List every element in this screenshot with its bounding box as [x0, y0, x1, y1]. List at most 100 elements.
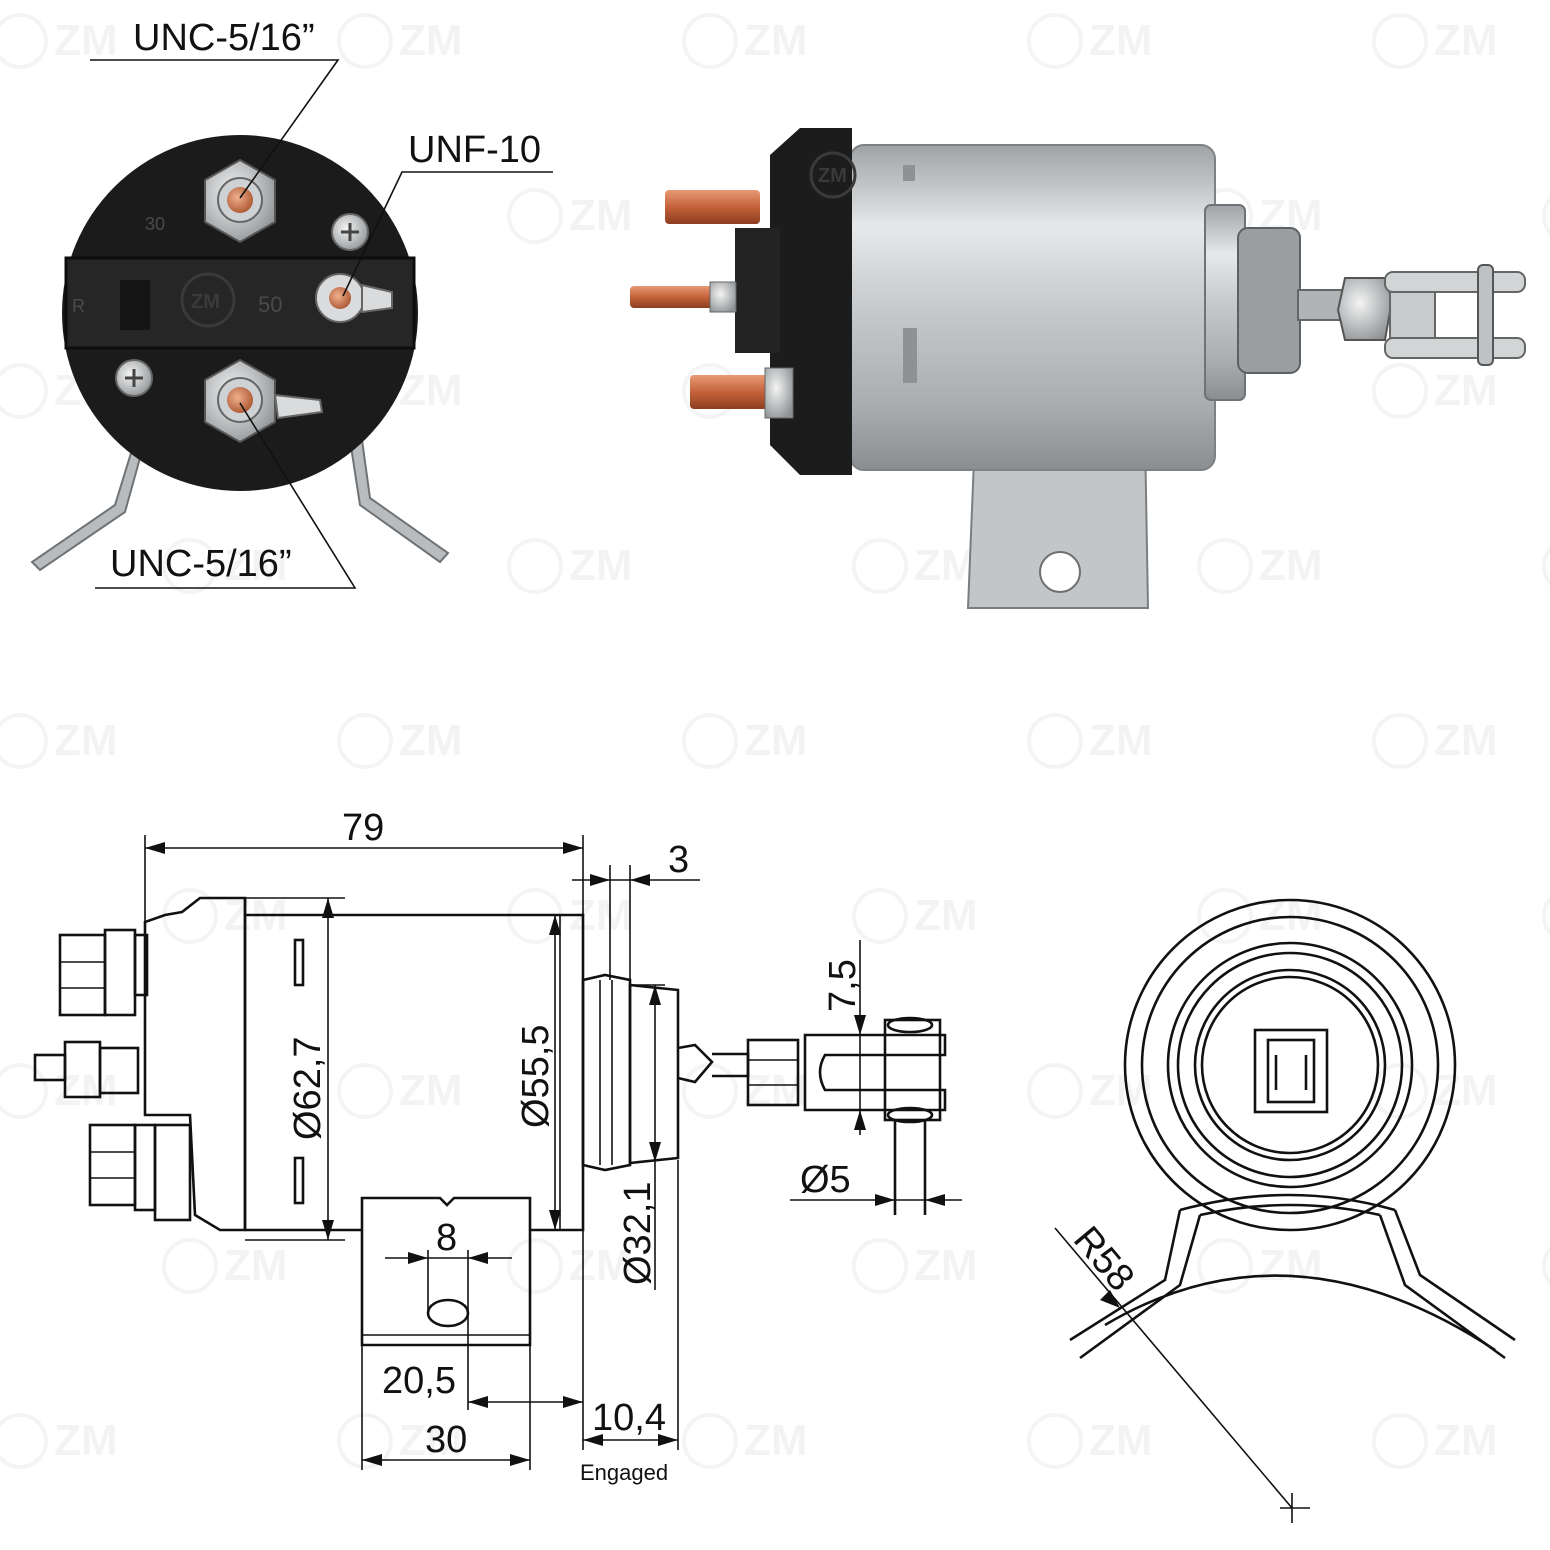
- watermark-text: ZM: [569, 541, 633, 590]
- watermark-logo-icon: [1197, 1238, 1253, 1294]
- side-logo-text: ZM: [818, 165, 847, 187]
- watermark-logo-icon: [682, 1063, 738, 1119]
- mark-30: 30: [145, 214, 165, 234]
- watermark-text: ZM: [1089, 16, 1153, 65]
- watermark-logo-icon: [1542, 896, 1550, 936]
- watermark-logo-icon: [337, 1063, 393, 1119]
- end-view-photo: 30 50 R ZM: [30, 17, 553, 589]
- screw-icon: [331, 213, 369, 251]
- dim-bracket-width: 30: [425, 1419, 467, 1461]
- zm-logo-icon: [180, 272, 236, 328]
- watermark-logo-icon: [1372, 363, 1428, 419]
- watermark-text: ZM: [569, 1241, 633, 1290]
- label-unc-bottom: UNC-5/16”: [110, 543, 292, 585]
- watermark-text: ZM: [1434, 366, 1498, 415]
- watermark-text: ZM: [744, 1416, 808, 1465]
- watermark-text: ZM: [54, 16, 118, 65]
- stud-top: [665, 190, 760, 224]
- bracket-hole: [1039, 551, 1081, 593]
- watermark-logo-icon: [1372, 1413, 1428, 1469]
- watermark-logo-icon: [852, 888, 908, 944]
- dim-clevis-gap: 7,5: [822, 959, 864, 1012]
- logo-text: ZM: [191, 291, 220, 313]
- mounting-leg-right: [348, 439, 450, 564]
- stud-middle: [630, 286, 735, 308]
- watermark-logo-icon: [0, 1063, 48, 1119]
- watermark-logo-icon: [0, 13, 48, 69]
- watermark-logo-icon: [1542, 196, 1550, 236]
- watermark-text: ZM: [744, 716, 808, 765]
- dim-bracket-radius: R58: [1065, 1219, 1142, 1299]
- dim-body-diameter: Ø62,7: [287, 1036, 329, 1140]
- watermark-text: ZM: [54, 1066, 118, 1115]
- dim-overall-length: 79: [342, 807, 384, 849]
- watermark-text: ZM: [1259, 891, 1323, 940]
- watermark-text: ZM: [399, 16, 463, 65]
- watermark-logo-icon: [1027, 713, 1083, 769]
- watermark-text: ZM: [914, 891, 978, 940]
- watermark-logo-icon: [1542, 1246, 1550, 1286]
- watermark-text: ZM: [224, 1241, 288, 1290]
- screw-icon: [115, 359, 153, 397]
- terminal-top: [204, 158, 276, 244]
- engaged-note: Engaged: [580, 1460, 668, 1485]
- label-unf-10: UNF-10: [408, 129, 541, 171]
- watermark-logo-icon: [162, 1238, 218, 1294]
- watermark-logo-icon: [0, 1413, 48, 1469]
- watermark-logo-icon: [1027, 13, 1083, 69]
- terminal-bottom: [204, 358, 324, 444]
- watermark-text: ZM: [399, 1066, 463, 1115]
- watermark-logo-icon: [0, 363, 48, 419]
- watermark-text: ZM: [1434, 1066, 1498, 1115]
- watermark-logo-icon: [337, 713, 393, 769]
- watermark-logo-icon: [682, 13, 738, 69]
- watermark-text: ZM: [1434, 716, 1498, 765]
- clevis: [1384, 271, 1526, 293]
- watermark-logo-icon: [1027, 1413, 1083, 1469]
- watermark-logo-icon: [1372, 13, 1428, 69]
- side-dimension-drawing: 79 3 Ø62,7 Ø55,5 Ø32,1 7,5: [33, 807, 962, 1485]
- watermark-text: ZM: [1089, 716, 1153, 765]
- dim-hole-width: 8: [436, 1217, 457, 1259]
- mark-r: R: [72, 296, 85, 316]
- dim-can-diameter: Ø55,5: [515, 1024, 557, 1128]
- watermark-text: ZM: [914, 541, 978, 590]
- watermark-text: ZM: [399, 716, 463, 765]
- solenoid-can: [849, 144, 1216, 471]
- watermark-text: ZM: [1434, 1416, 1498, 1465]
- watermark-logo-icon: [1372, 713, 1428, 769]
- watermark-text: ZM: [1089, 1416, 1153, 1465]
- dim-boss-diameter: Ø32,1: [617, 1181, 659, 1285]
- watermark-text: ZM: [914, 1241, 978, 1290]
- watermark-text: ZM: [54, 1416, 118, 1465]
- dim-engaged-travel: 10,4: [592, 1397, 666, 1439]
- stud-bottom: [690, 375, 775, 409]
- watermark-logo-icon: [852, 538, 908, 594]
- dim-plunger-offset: 3: [668, 839, 689, 881]
- watermark-text: ZM: [1259, 541, 1323, 590]
- watermark-logo-icon: [507, 1238, 563, 1294]
- watermark-logo-icon: [1027, 1063, 1083, 1119]
- label-unc-top: UNC-5/16”: [133, 17, 315, 59]
- watermark-logo-icon: [852, 1238, 908, 1294]
- side-view-photo: ZM: [630, 128, 1526, 609]
- watermark-text: ZM: [744, 16, 808, 65]
- terminal-studs: [33, 928, 192, 1222]
- watermark-logo-icon: [337, 13, 393, 69]
- watermark-text: ZM: [1259, 1241, 1323, 1290]
- watermark-logo-icon: [1197, 888, 1253, 944]
- watermark-text: ZM: [399, 366, 463, 415]
- watermark-logo-icon: [507, 538, 563, 594]
- watermark-logo-icon: [1542, 546, 1550, 586]
- watermark-text: ZM: [224, 541, 288, 590]
- watermark-text: ZM: [54, 716, 118, 765]
- watermark-logo-icon: [337, 1413, 393, 1469]
- dim-hole-position: 20,5: [382, 1360, 456, 1402]
- dim-pin-diameter: Ø5: [800, 1159, 851, 1201]
- mark-50: 50: [258, 292, 282, 317]
- watermark-logo-icon: [1197, 538, 1253, 594]
- watermark-logo-icon: [682, 713, 738, 769]
- watermark-text: ZM: [399, 1416, 463, 1465]
